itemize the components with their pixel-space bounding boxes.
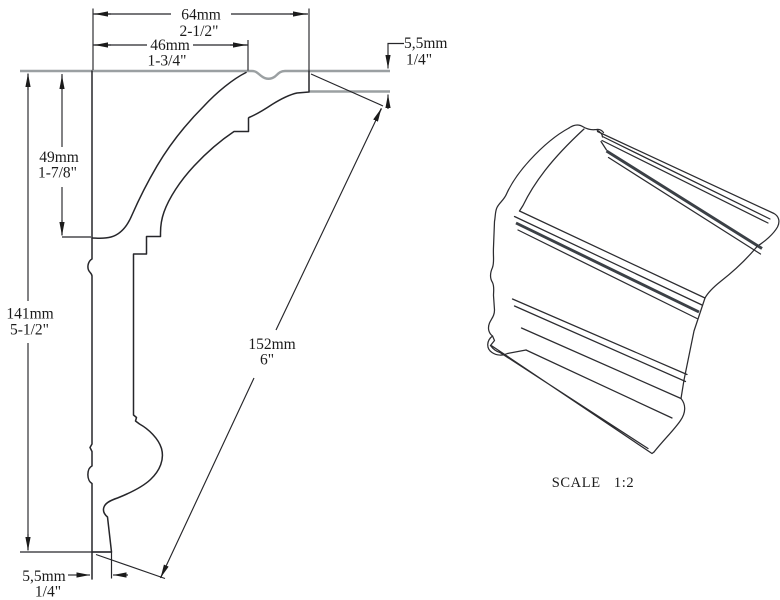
dim-total-width-in: 2-1/2" [179,23,218,40]
dim-bottom-thickness-in: 1/4" [35,584,61,600]
flange-lines [601,135,771,255]
left-end-silhouette [487,127,570,347]
dim-total-height-mm: 141mm [6,306,53,323]
dim-top-thickness-mm: 5,5mm [404,35,448,52]
fascia-right-edge [683,297,706,381]
dim-upper-width-in: 1-3/4" [147,53,186,70]
dim-upper-width: 46mm 1-3/4" [93,37,249,71]
bottom-edges [489,344,655,455]
middle-band-lines [513,210,706,320]
dim-bottom-thickness-mm: 5,5mm [22,568,66,585]
profile-inner-face [91,70,310,553]
end-face-cove-contour [518,128,585,212]
dim-total-width-mm: 64mm [181,7,221,24]
dim-upper-height: 49mm 1-7/8" [38,74,91,238]
flange-top-edge [596,130,780,247]
profile-section-view: 64mm 2-1/2" 46mm 1-3/4" 5,5mm 1/4" 49mm … [6,7,447,600]
dim-total-width: 64mm 2-1/2" [92,7,310,72]
cove-right-silhouette [704,245,759,299]
dim-upper-height-mm: 49mm [39,149,79,166]
dim-top-thickness-in: 1/4" [406,52,432,69]
perspective-view [487,124,780,455]
dim-face-length-mm: 152mm [248,336,295,353]
dim-total-height: 141mm 5-1/2" [6,73,54,551]
profile-cyma-curve [91,71,247,239]
top-edge-wave [568,124,605,134]
dim-face-length-in: 6" [260,352,274,369]
ogee-top-line [520,327,682,400]
dim-face-length: 152mm 6" [95,73,384,580]
ogee-bottom-line [525,349,673,419]
dim-bottom-thickness: 5,5mm 1/4" [22,568,128,600]
ceiling-reference-line [20,69,390,80]
flange-groove-line [605,149,763,250]
scale-label: SCALE 1:2 [552,475,634,491]
dim-upper-width-mm: 46mm [150,37,190,54]
dim-top-thickness: 5,5mm 1/4" [385,35,448,109]
ogee-right-end-curl [653,379,686,453]
lower-band-lines [511,298,688,383]
dim-total-height-in: 5-1/2" [10,322,49,339]
dim-upper-height-in: 1-7/8" [38,165,77,182]
middle-groove-line [515,221,700,314]
profile-wall-edge [87,70,93,580]
